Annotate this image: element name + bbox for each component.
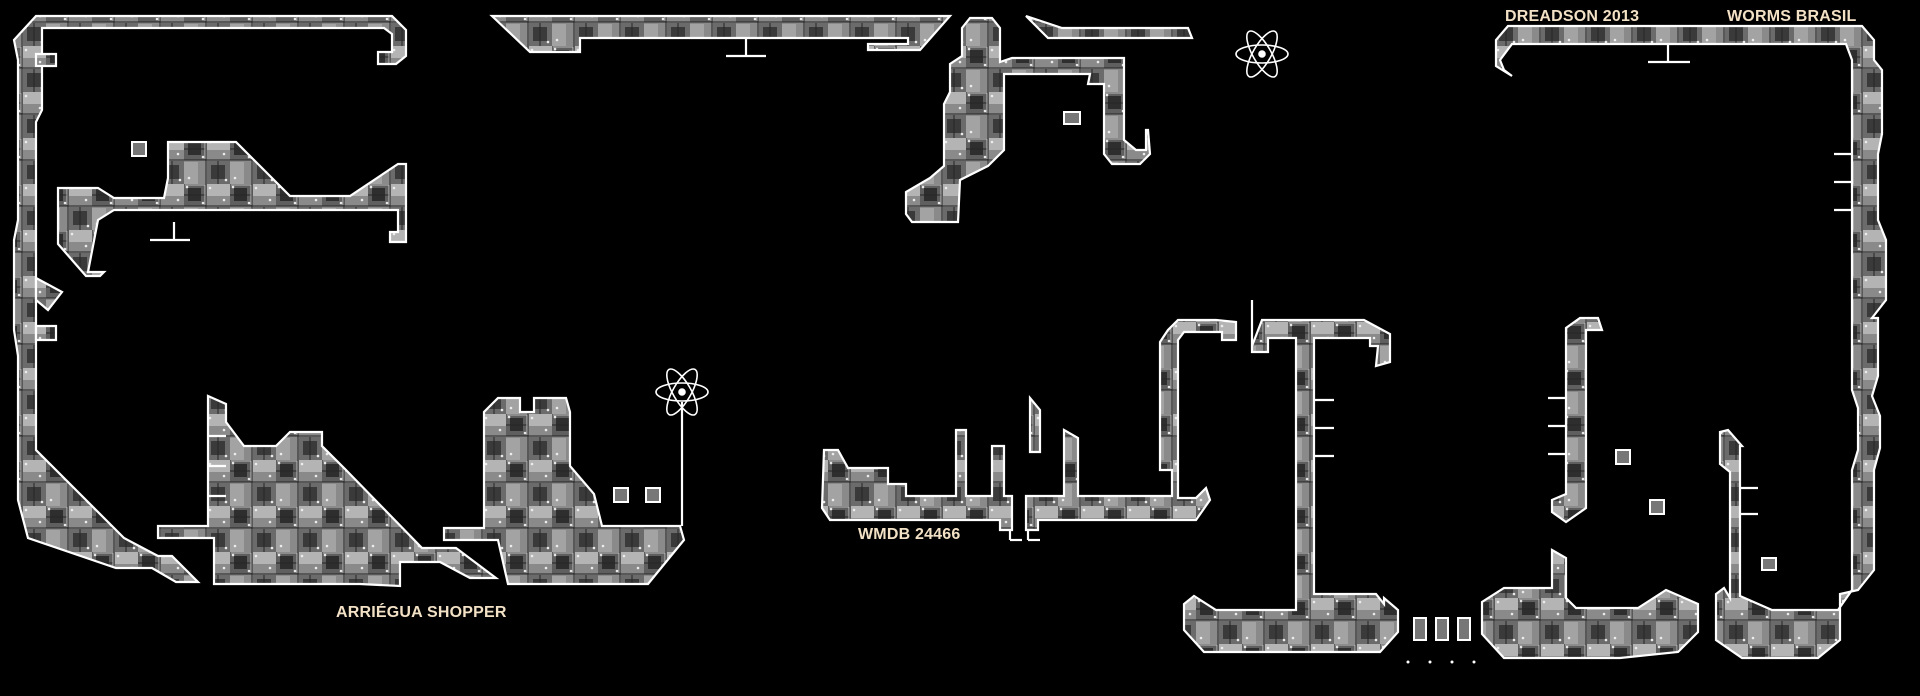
crate-c: [1063, 111, 1081, 125]
terrain-pipe: [904, 16, 1152, 224]
terrain-left-bridge: [56, 140, 408, 278]
crate-b: [645, 487, 661, 503]
crate-f: [1761, 557, 1777, 571]
atom-icon: [1235, 30, 1289, 78]
terrain-t-tower: [1182, 300, 1400, 654]
terrain-slim-column: [1550, 316, 1604, 524]
wall-ticks-mound: [208, 434, 226, 498]
wall-ticks-inner: [1740, 486, 1758, 516]
terrain-center-right: [1024, 318, 1238, 532]
atom-icon: [655, 368, 709, 416]
label-shopper: ARRIÉGUA SHOPPER: [336, 604, 507, 621]
center-pillars: [1008, 530, 1040, 542]
crate-d: [1615, 449, 1631, 465]
label-brand: WORMS BRASIL: [1727, 8, 1857, 25]
crate-a: [613, 487, 629, 503]
terrain-top-sliver: [1025, 14, 1194, 40]
crate-small: [131, 141, 147, 157]
wall-ticks-tower: [1314, 398, 1334, 458]
terrain-right-frame: [1494, 24, 1888, 660]
terrain-top-bridge: [489, 14, 953, 54]
terrain-left-notches: [34, 52, 64, 342]
label-author: DREADSON 2013: [1505, 8, 1640, 25]
terrain-fort: [442, 396, 686, 586]
wall-ticks-column: [1548, 396, 1566, 456]
terrain-left-frame: [12, 14, 408, 584]
terrain-lower-mound: [156, 394, 500, 588]
terrain-center-platform: [820, 428, 1014, 532]
label-wmdb: WMDB 24466: [858, 526, 961, 543]
small-pillars: [1406, 617, 1476, 664]
wall-ticks-right: [1834, 152, 1852, 212]
terrain-basin: [1480, 548, 1700, 660]
crate-e: [1649, 499, 1665, 515]
